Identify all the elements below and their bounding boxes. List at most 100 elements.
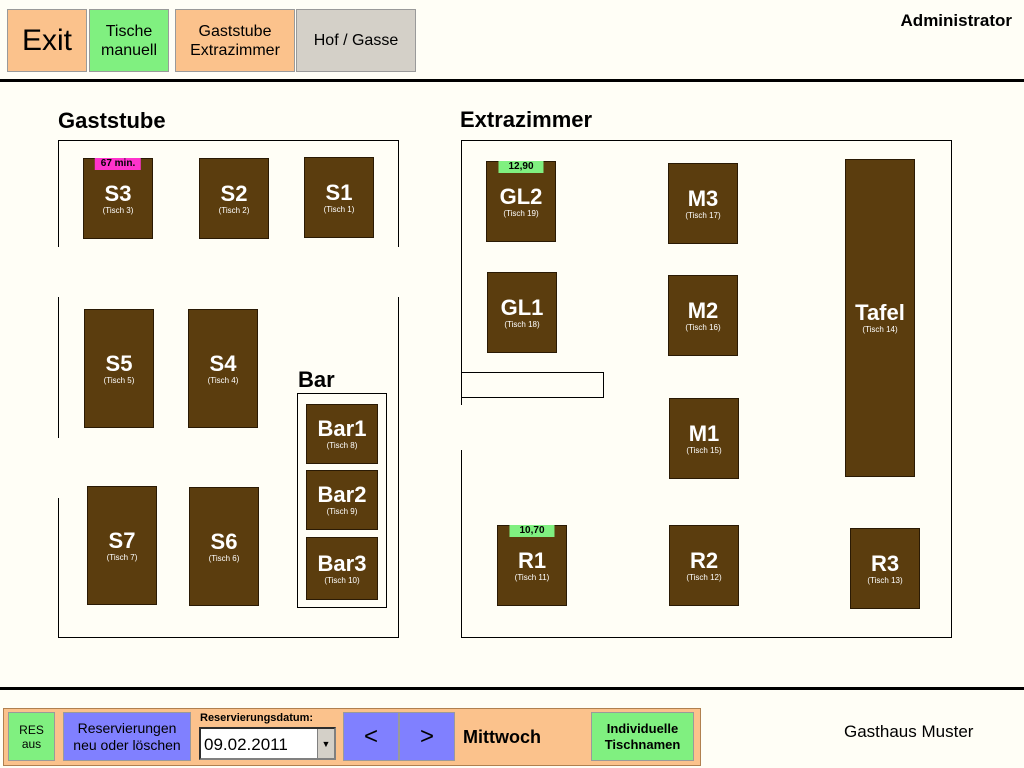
table-number: (Tisch 6) [208,553,240,563]
custom-table-names-button[interactable]: Individuelle Tischnamen [591,712,694,761]
table-name: S5 [105,350,133,376]
reservations-label-2: neu oder löschen [73,736,181,753]
table-s3-time-badge: 67 min. [94,158,142,170]
table-number: (Tisch 7) [106,552,138,562]
reservations-label-1: Reservierungen [77,719,177,736]
table-s3[interactable]: 67 min. S3 (Tisch 3) [83,158,153,239]
custom-table-names-label-2: Tischnamen [604,736,681,752]
table-number: (Tisch 18) [504,319,540,329]
table-name: S3 [104,180,132,206]
gaststube-door-right [396,247,400,297]
table-number: (Tisch 8) [326,441,358,450]
table-number: (Tisch 9) [326,507,358,516]
table-name: M1 [688,420,720,446]
table-name: S2 [220,180,248,206]
business-name: Gasthaus Muster [844,722,974,741]
res-toggle-label-2: aus [21,736,42,751]
table-bar1[interactable]: Bar1 (Tisch 8) [306,404,378,464]
table-name: GL1 [500,294,544,320]
table-number: (Tisch 3) [102,205,134,215]
table-tafel[interactable]: Tafel (Tisch 14) [845,159,915,477]
table-name: R3 [870,550,900,576]
reservation-date-label: Reservierungsdatum: [200,712,314,724]
extrazimmer-door-left [459,405,463,450]
table-number: (Tisch 4) [207,375,239,385]
table-number: (Tisch 17) [685,210,721,220]
table-r2[interactable]: R2 (Tisch 12) [669,525,739,606]
prev-day-button[interactable]: < [343,712,399,761]
room-button-label-1: Gaststube [198,22,272,40]
reservation-date-select[interactable]: 09.02.2011 ▼ [199,727,336,760]
weekday-label: Mittwoch [463,727,541,747]
table-number: (Tisch 5) [103,375,135,385]
table-name: Bar2 [317,482,367,507]
table-name: S1 [325,179,353,205]
extrazimmer-title: Extrazimmer [460,107,593,132]
room-hof-gasse-button[interactable]: Hof / Gasse [296,9,416,72]
manual-tables-label-2: manuell [100,41,158,59]
table-gl1[interactable]: GL1 (Tisch 18) [487,272,557,353]
table-number: (Tisch 12) [686,572,722,582]
table-name: Bar3 [317,550,367,576]
table-number: (Tisch 19) [503,208,539,218]
exit-label: Exit [21,23,72,57]
res-toggle-label-1: RES [19,722,44,737]
room-gaststube-extrazimmer-button[interactable]: Gaststube Extrazimmer [175,9,295,72]
table-s7[interactable]: S7 (Tisch 7) [87,486,157,605]
table-name: Tafel [855,300,905,325]
table-name: S7 [108,527,136,553]
res-toggle-button[interactable]: RES aus [8,712,55,761]
table-number: (Tisch 1) [323,204,355,214]
table-number: (Tisch 10) [324,575,360,585]
manual-tables-button[interactable]: Tische manuell [89,9,169,72]
table-m2[interactable]: M2 (Tisch 16) [668,275,738,356]
table-r1[interactable]: 10,70 R1 (Tisch 11) [497,525,567,606]
footer-divider [0,687,1024,690]
table-number: (Tisch 11) [514,572,550,582]
table-name: S6 [210,528,238,554]
chevron-left-icon: < [363,722,378,750]
exit-button[interactable]: Exit [7,9,87,72]
table-name: Bar1 [317,416,367,441]
next-day-button[interactable]: > [399,712,455,761]
table-gl2-amount-badge: 12,90 [498,161,544,173]
table-r1-amount-badge: 10,70 [509,525,555,537]
table-r3[interactable]: R3 (Tisch 13) [850,528,920,609]
chevron-down-icon[interactable]: ▼ [317,729,334,758]
table-name: S4 [209,350,237,376]
table-s1[interactable]: S1 (Tisch 1) [304,157,374,238]
gaststube-title: Gaststube [58,108,166,133]
table-name: M3 [687,185,719,211]
gaststube-door-left [57,247,61,297]
custom-table-names-label-1: Individuelle [606,720,679,736]
table-s4[interactable]: S4 (Tisch 4) [188,309,258,428]
table-name: R2 [689,547,719,573]
table-name: GL2 [499,183,543,209]
table-name: R1 [517,547,547,573]
extrazimmer-counter [461,372,604,398]
table-s2[interactable]: S2 (Tisch 2) [199,158,269,239]
table-number: (Tisch 2) [218,205,250,215]
manual-tables-label-1: Tische [105,22,153,40]
gaststube-door-left-2 [57,438,61,498]
reservations-button[interactable]: Reservierungen neu oder löschen [63,712,191,761]
bar-title: Bar [298,367,335,392]
table-s6[interactable]: S6 (Tisch 6) [189,487,259,606]
table-bar3[interactable]: Bar3 (Tisch 10) [306,537,378,600]
room-hof-gasse-label: Hof / Gasse [313,31,399,49]
header-divider [0,79,1024,82]
table-bar2[interactable]: Bar2 (Tisch 9) [306,470,378,530]
table-name: M2 [687,297,719,323]
table-m3[interactable]: M3 (Tisch 17) [668,163,738,244]
table-number: (Tisch 15) [686,445,722,455]
reservation-date-value: 09.02.2011 [204,735,288,754]
table-s5[interactable]: S5 (Tisch 5) [84,309,154,428]
table-number: (Tisch 14) [862,325,898,334]
table-number: (Tisch 13) [867,575,903,585]
user-label: Administrator [900,11,1012,30]
chevron-right-icon: > [419,722,434,750]
table-m1[interactable]: M1 (Tisch 15) [669,398,739,479]
room-button-label-2: Extrazimmer [190,41,280,59]
table-number: (Tisch 16) [685,322,721,332]
table-gl2[interactable]: 12,90 GL2 (Tisch 19) [486,161,556,242]
